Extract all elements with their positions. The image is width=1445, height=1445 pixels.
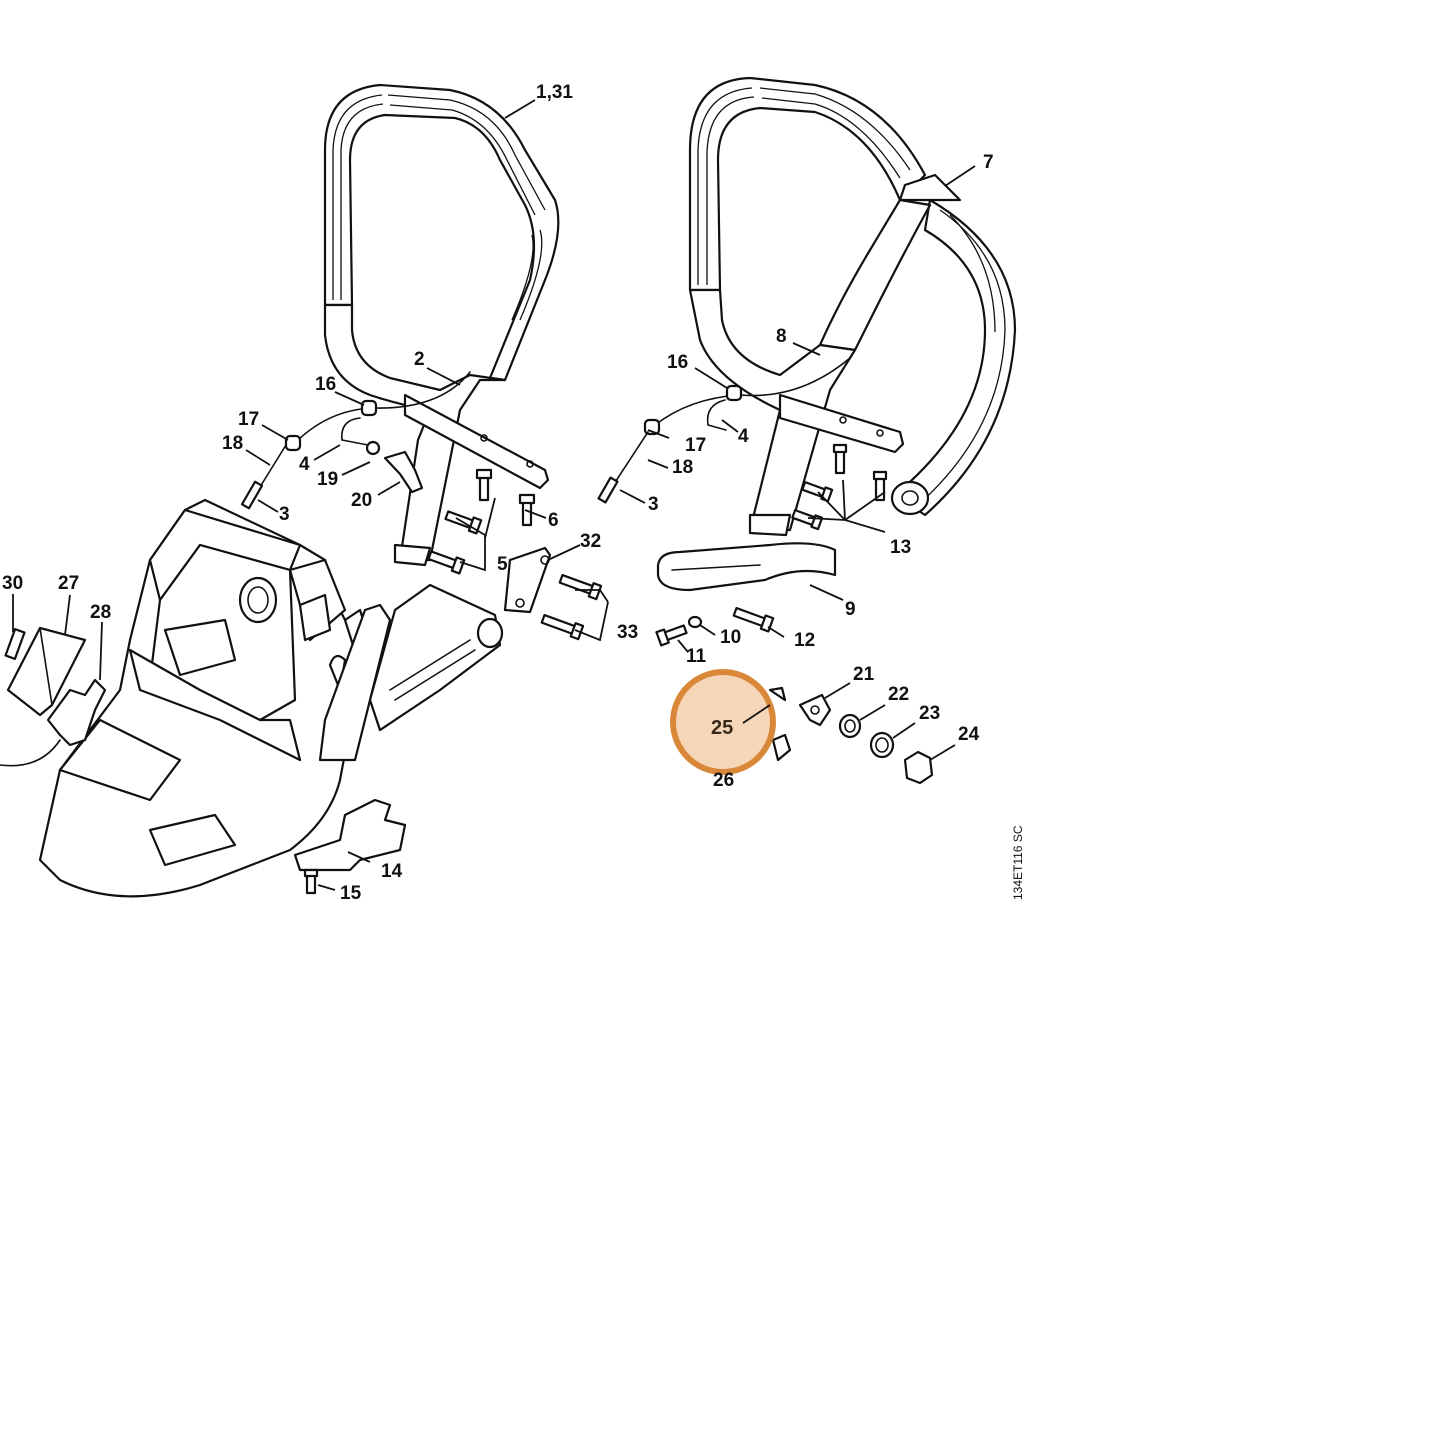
label-3-right[interactable]: 3 [648,494,659,515]
label-4-left[interactable]: 4 [299,454,310,475]
label-7[interactable]: 7 [983,152,994,173]
label-4-right[interactable]: 4 [738,426,749,447]
label-27[interactable]: 27 [58,573,79,594]
label-25[interactable]: 25 [711,717,733,739]
bracket-32 [503,546,552,614]
handlebar-left [323,83,560,567]
leader-lines [12,99,976,891]
label-33[interactable]: 33 [617,622,638,643]
label-18-left[interactable]: 18 [222,433,243,454]
part-labels: 1,31 2 3 3 4 4 5 6 7 8 9 10 11 12 13 14 … [2,82,994,904]
drawing-code: 134ET116 SC [1011,825,1025,900]
highlight-marker[interactable] [670,669,776,775]
label-11[interactable]: 11 [686,646,707,667]
label-16-left[interactable]: 16 [315,374,336,395]
label-6[interactable]: 6 [548,510,559,531]
label-21[interactable]: 21 [853,664,875,685]
label-30[interactable]: 30 [2,573,23,594]
label-23[interactable]: 23 [919,703,940,724]
label-12[interactable]: 12 [794,630,815,651]
label-24[interactable]: 24 [958,724,980,745]
label-1-31[interactable]: 1,31 [536,82,573,103]
chain-catcher-parts [768,686,934,785]
parts-27-28-30 [0,626,107,767]
label-32[interactable]: 32 [580,531,601,552]
label-15[interactable]: 15 [340,883,362,904]
label-8[interactable]: 8 [776,326,787,347]
label-17-left[interactable]: 17 [238,409,259,430]
label-28[interactable]: 28 [90,602,111,623]
bracket-14 [293,798,407,872]
label-22[interactable]: 22 [888,684,909,705]
label-17-right[interactable]: 17 [685,435,706,456]
label-2[interactable]: 2 [414,349,425,370]
label-26[interactable]: 26 [713,770,734,791]
handlebar-right [688,76,1017,537]
label-18-right[interactable]: 18 [672,457,693,478]
cable-assembly-left [240,371,471,510]
grommet-16-left [360,399,378,417]
label-14[interactable]: 14 [381,861,403,882]
label-5[interactable]: 5 [497,554,508,575]
label-10[interactable]: 10 [720,627,741,648]
cable-assembly-right [597,357,851,504]
label-19[interactable]: 19 [317,469,338,490]
handle-grip-9 [656,542,837,592]
guide-plate [318,583,504,762]
label-16-right[interactable]: 16 [667,352,688,373]
label-20[interactable]: 20 [351,490,372,511]
label-3-left[interactable]: 3 [279,504,290,525]
label-9[interactable]: 9 [845,599,856,620]
label-13[interactable]: 13 [890,537,911,558]
